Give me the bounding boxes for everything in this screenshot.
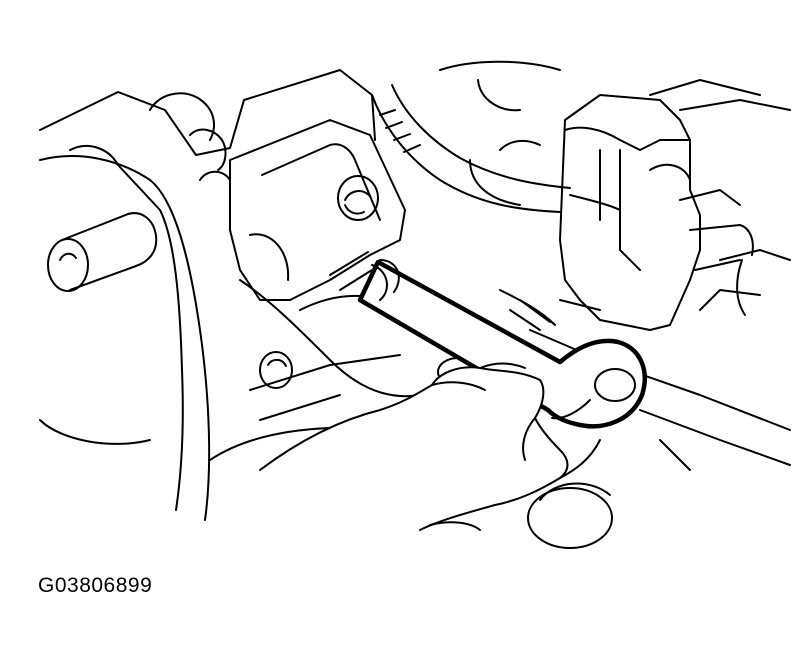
electrical-connector (559, 79, 791, 331)
hand (259, 362, 601, 531)
drain-plug (527, 482, 613, 549)
ratchet-wrench (329, 251, 647, 429)
mounting-bracket (229, 119, 406, 301)
engine-housing-left (39, 69, 376, 521)
frame-lower-right (499, 289, 791, 471)
wrench-removal-illustration (39, 60, 791, 549)
stud-left (47, 212, 158, 292)
hoses-upper (371, 60, 571, 213)
figure-code: G03806899 (38, 574, 153, 597)
